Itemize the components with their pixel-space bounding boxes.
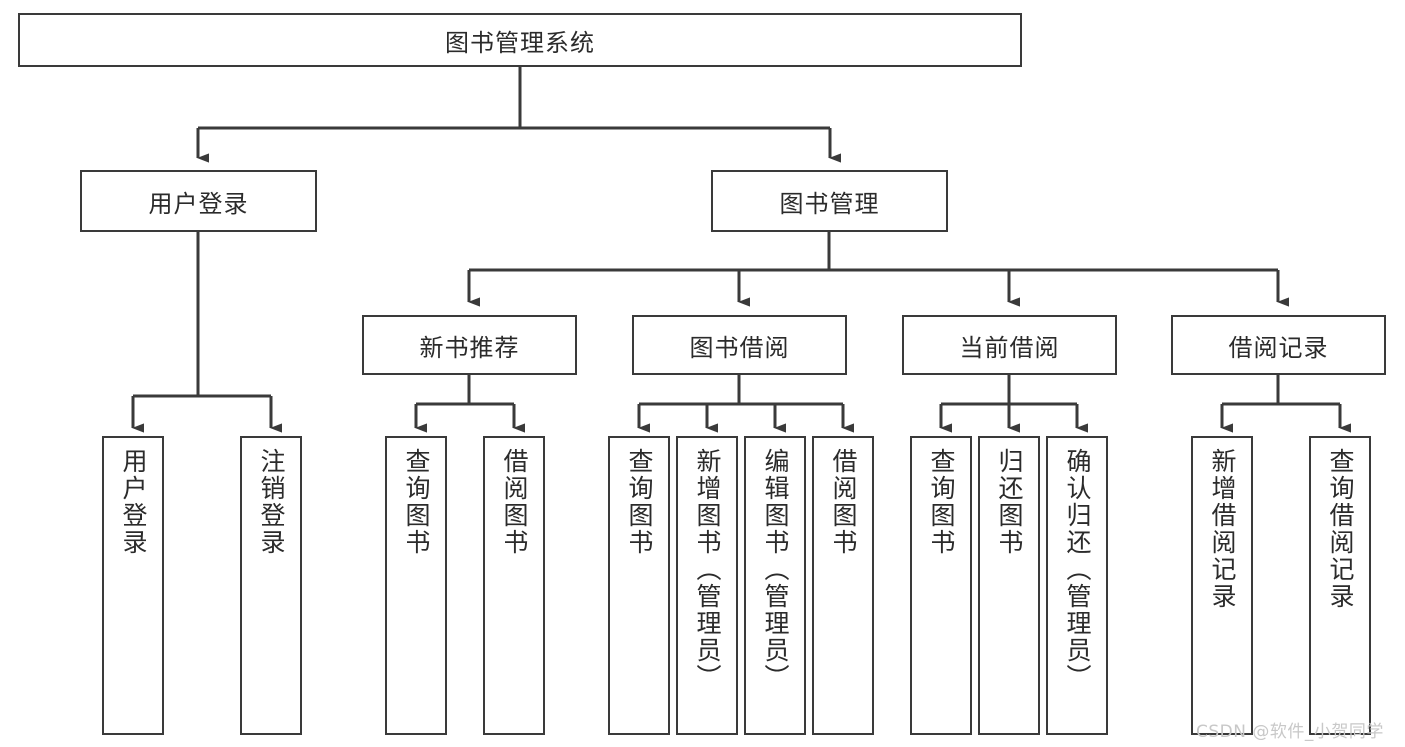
leaf-edit-book-label: 编辑图书（管理员） [761, 448, 790, 691]
leaf-return-book[interactable]: 归还图书 [978, 436, 1040, 735]
node-new-book-recommend[interactable]: 新书推荐 [362, 315, 577, 375]
leaf-logout-login[interactable]: 注销登录 [240, 436, 302, 735]
leaf-borrow-book-2-label: 借阅图书 [829, 448, 858, 556]
node-borrow-record[interactable]: 借阅记录 [1171, 315, 1386, 375]
node-borrow-record-label: 借阅记录 [1228, 333, 1329, 362]
leaf-query-book-3[interactable]: 查询图书 [910, 436, 972, 735]
leaf-user-login-label: 用户登录 [119, 448, 148, 556]
leaf-add-record-label: 新增借阅记录 [1208, 448, 1237, 610]
leaf-borrow-book-1[interactable]: 借阅图书 [483, 436, 545, 735]
leaf-query-book-1[interactable]: 查询图书 [385, 436, 447, 735]
leaf-user-login[interactable]: 用户登录 [102, 436, 164, 735]
node-current-borrow[interactable]: 当前借阅 [902, 315, 1117, 375]
node-root-label: 图书管理系统 [445, 28, 595, 57]
leaf-return-book-label: 归还图书 [995, 448, 1024, 556]
node-user-login-label: 用户登录 [148, 189, 249, 218]
node-book-borrow-label: 图书借阅 [689, 333, 790, 362]
leaf-confirm-return[interactable]: 确认归还（管理员） [1046, 436, 1108, 735]
node-user-login[interactable]: 用户登录 [80, 170, 317, 232]
node-book-management[interactable]: 图书管理 [711, 170, 948, 232]
csdn-watermark: CSDN @软件_小贺同学 [1196, 722, 1384, 742]
leaf-confirm-return-label: 确认归还（管理员） [1063, 448, 1092, 691]
leaf-logout-login-label: 注销登录 [257, 448, 286, 556]
leaf-query-book-2[interactable]: 查询图书 [608, 436, 670, 735]
leaf-query-book-3-label: 查询图书 [927, 448, 956, 556]
node-new-book-recommend-label: 新书推荐 [419, 333, 520, 362]
leaf-query-book-2-label: 查询图书 [625, 448, 654, 556]
leaf-query-record-label: 查询借阅记录 [1326, 448, 1355, 610]
leaf-query-record[interactable]: 查询借阅记录 [1309, 436, 1371, 735]
leaf-edit-book[interactable]: 编辑图书（管理员） [744, 436, 806, 735]
leaf-add-book[interactable]: 新增图书（管理员） [676, 436, 738, 735]
node-book-management-label: 图书管理 [779, 189, 880, 218]
node-book-borrow[interactable]: 图书借阅 [632, 315, 847, 375]
leaf-query-book-1-label: 查询图书 [402, 448, 431, 556]
leaf-borrow-book-1-label: 借阅图书 [500, 448, 529, 556]
node-root[interactable]: 图书管理系统 [18, 13, 1022, 67]
leaf-borrow-book-2[interactable]: 借阅图书 [812, 436, 874, 735]
node-current-borrow-label: 当前借阅 [959, 333, 1060, 362]
leaf-add-book-label: 新增图书（管理员） [693, 448, 722, 691]
leaf-add-record[interactable]: 新增借阅记录 [1191, 436, 1253, 735]
